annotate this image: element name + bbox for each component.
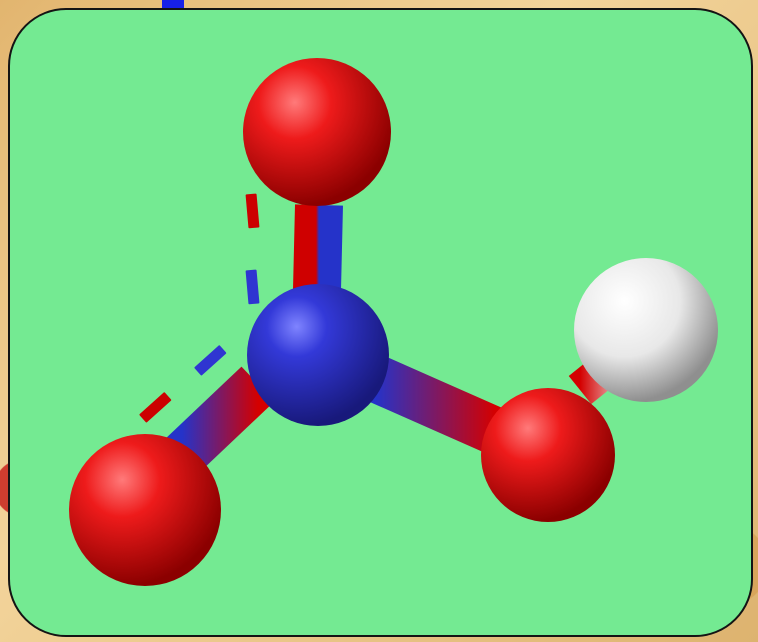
- partial-bond-dash-top-red: [245, 193, 260, 229]
- nitrogen-atom: [247, 284, 389, 426]
- top-oxygen-atom: [243, 58, 391, 206]
- right-oxygen-atom: [481, 388, 615, 522]
- partial-bond-dash-top-blue: [245, 269, 260, 305]
- partial-bond-dash-left-blue: [194, 345, 227, 376]
- hydrogen-atom: [574, 258, 718, 402]
- left-oxygen-atom: [69, 434, 221, 586]
- left-n-o-bond: [165, 366, 275, 474]
- partial-bond-dash-left-red: [139, 392, 172, 423]
- right-n-o-bond: [365, 356, 505, 453]
